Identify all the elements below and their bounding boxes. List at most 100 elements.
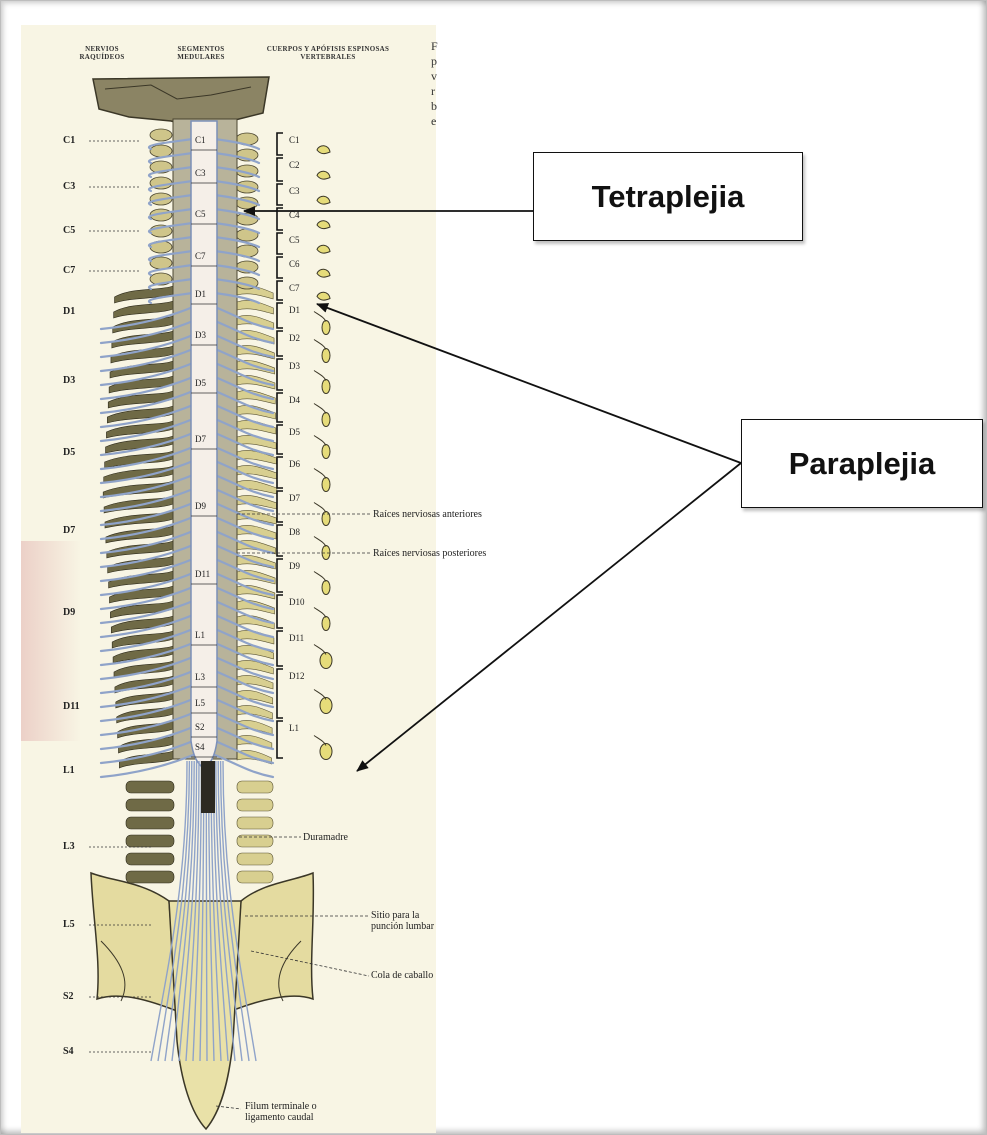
left-band	[114, 301, 173, 318]
lumbar-right-process	[237, 817, 273, 829]
lumbar-right-process	[237, 871, 273, 883]
spinous-process-d9	[322, 581, 330, 595]
vertebra-bracket-l1	[277, 721, 283, 758]
posterior-roots-label: Raíces nerviosas posteriores	[373, 548, 486, 559]
vertebra-label-d6: D6	[289, 460, 300, 469]
lumbar-left-process	[126, 781, 174, 793]
spinous-process-c4	[317, 221, 330, 229]
cropped-text: F p v r b e	[431, 39, 439, 129]
vertebra-label-l1: L1	[289, 724, 299, 733]
vertebra-label-c6: C6	[289, 260, 300, 269]
segment-label-d7: D7	[195, 435, 206, 444]
dura-mater-dark	[201, 761, 215, 813]
header-vertebrae: CUERPOS Y APÓFISIS ESPINOSAS VERTEBRALES	[263, 45, 393, 61]
segment-label-d3: D3	[195, 331, 206, 340]
paraplejia-callout: Paraplejia	[741, 419, 983, 508]
spinous-leader-d5	[314, 436, 326, 446]
vertebra-bracket-c2	[277, 158, 283, 181]
sacrum-right	[231, 873, 313, 1011]
vertebra-bracket-d10	[277, 595, 283, 628]
lumbar-left-process	[126, 817, 174, 829]
lumbar-left-process	[126, 799, 174, 811]
spinous-leader-d9	[314, 572, 326, 582]
vertebra-label-c2: C2	[289, 161, 300, 170]
spinous-process-d11	[320, 653, 332, 669]
right-band	[237, 660, 273, 674]
spinous-process-d2	[322, 349, 330, 363]
left-band	[115, 286, 173, 303]
header-nerves: NERVIOS RAQUÍDEOS	[71, 45, 133, 61]
lumbar-right-process	[237, 781, 273, 793]
vertebra-label-c7: C7	[289, 284, 300, 293]
nerve-label-c3: C3	[63, 182, 75, 192]
dura-label: Duramadre	[303, 832, 348, 843]
spinous-leader-d8	[314, 537, 326, 547]
vertebra-label-d5: D5	[289, 428, 300, 437]
spinous-process-c3	[317, 196, 330, 204]
segment-label-c7: C7	[195, 252, 206, 261]
lumbar-left-process	[126, 853, 174, 865]
vertebra-bracket-d8	[277, 525, 283, 556]
tetraplejia-callout: Tetraplejia	[533, 152, 803, 241]
filum-label: Filum terminale o ligamento caudal	[245, 1101, 335, 1123]
vertebra-bracket-d6	[277, 457, 283, 488]
segment-label-c3: C3	[195, 169, 206, 178]
vertebra-bracket-c6	[277, 257, 283, 278]
vertebra-bracket-c1	[277, 133, 283, 155]
nerve-label-s2: S2	[63, 992, 74, 1002]
spinous-process-d3	[322, 380, 330, 394]
segment-label-d1: D1	[195, 290, 206, 299]
vertebra-bracket-c3	[277, 184, 283, 205]
segment-label-c1: C1	[195, 136, 206, 145]
nerve-label-s4: S4	[63, 1047, 74, 1057]
spinous-process-d10	[322, 617, 330, 631]
vertebra-label-d8: D8	[289, 528, 300, 537]
vertebra-brackets	[277, 133, 283, 758]
spinous-process-c7	[317, 292, 330, 300]
paraplejia-arrow-upper	[317, 304, 741, 463]
vertebra-bracket-d1	[277, 303, 283, 328]
nerve-label-c7: C7	[63, 266, 75, 276]
vertebra-bracket-d4	[277, 393, 283, 422]
vertebra-label-d11: D11	[289, 634, 304, 643]
vertebra-bracket-c7	[277, 281, 283, 300]
segment-label-d11: D11	[195, 570, 210, 579]
segment-label-d5: D5	[195, 379, 206, 388]
right-band	[237, 510, 276, 524]
vertebra-label-d2: D2	[289, 334, 300, 343]
nerve-label-d9: D9	[63, 608, 75, 618]
vertebra-bracket-d5	[277, 425, 283, 454]
vertebra-label-c3: C3	[289, 187, 300, 196]
vertebra-bracket-d12	[277, 669, 283, 718]
vertebra-bracket-d3	[277, 359, 283, 390]
spinous-process-d8	[322, 546, 330, 560]
spinous-leader-d4	[314, 404, 326, 414]
segment-label-d9: D9	[195, 502, 206, 511]
spinous-process-c6	[317, 269, 330, 277]
spinous-process-d1	[322, 321, 330, 335]
nerve-label-c1: C1	[63, 136, 75, 146]
right-band	[237, 375, 275, 389]
vertebra-label-d12: D12	[289, 672, 305, 681]
spinous-process-d6	[322, 478, 330, 492]
spinous-leader-d2	[314, 340, 326, 350]
vertebra-label-c5: C5	[289, 236, 300, 245]
lumbar-right-process	[237, 853, 273, 865]
nerve-label-l1: L1	[63, 766, 75, 776]
nerve-label-d11: D11	[63, 702, 80, 712]
right-band	[237, 450, 276, 464]
puncture-label: Sitio para la punción lumbar	[371, 910, 435, 932]
spinous-leader-d6	[314, 469, 326, 479]
spinous-process-c5	[317, 245, 330, 253]
segment-label-c5: C5	[195, 210, 206, 219]
vertebra-label-d4: D4	[289, 396, 300, 405]
spinous-process-d12	[320, 698, 332, 714]
segment-label-l5: L5	[195, 699, 205, 708]
lumbar-left-process	[126, 871, 174, 883]
segment-label-s2: S2	[195, 723, 205, 732]
spinous-process-c1	[317, 146, 330, 154]
vertebra-label-d3: D3	[289, 362, 300, 371]
nerve-label-d7: D7	[63, 526, 75, 536]
right-band	[237, 720, 272, 734]
